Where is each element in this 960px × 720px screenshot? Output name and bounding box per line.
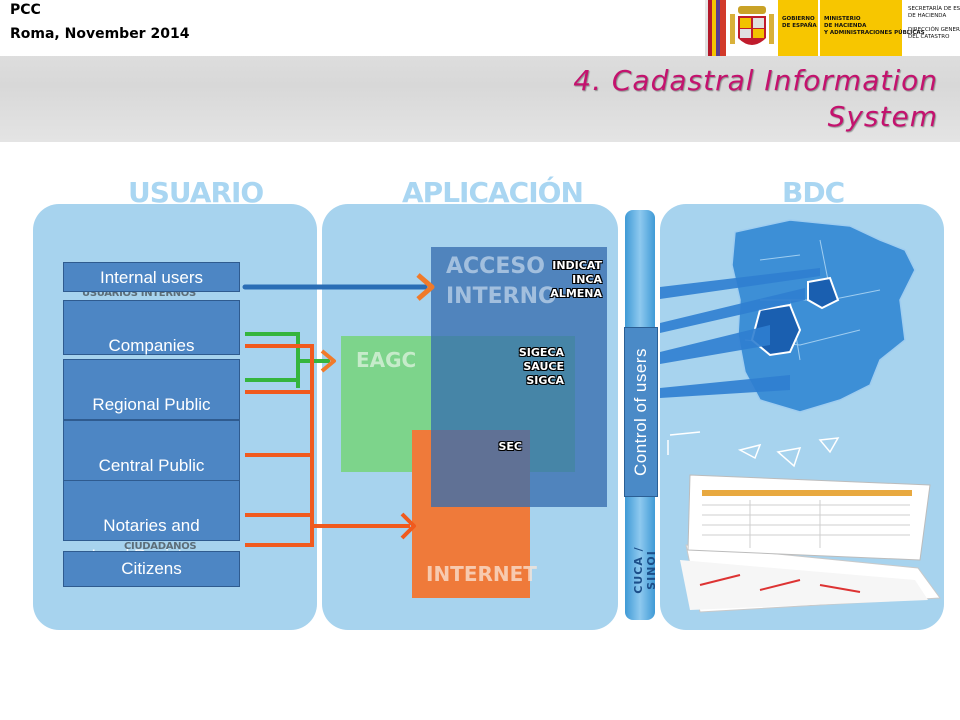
system-group-sigeca: SIGECA SAUCE SIGCA	[518, 346, 564, 387]
flag-stripe-icon	[708, 0, 726, 56]
user-internal-users: Internal users	[63, 262, 240, 292]
usuario-heading: USUARIO	[128, 176, 264, 209]
slide-title-line1: 4. Cadastral Information	[573, 64, 938, 97]
gov-yellow-block-1	[778, 0, 818, 56]
place-date-label: Roma, November 2014	[10, 26, 190, 42]
gov-yellow-block-2	[820, 0, 902, 56]
ghost-text-1: USUARIOS INTERNOS	[82, 288, 196, 299]
user-notaries-registrars: Notaries and Land Registrars	[63, 480, 240, 565]
gov-text-gobierno: GOBIERNO DE ESPAÑA	[782, 16, 817, 29]
user-central-public-admin: Central Public Administration	[63, 420, 240, 505]
system-sec: SEC	[498, 440, 522, 453]
control-of-users-box	[624, 327, 658, 497]
arrow-internal-users	[242, 273, 435, 301]
bdc-heading: BDC	[782, 176, 845, 209]
beam-2	[660, 288, 805, 333]
internet-label: INTERNET	[426, 562, 537, 586]
acceso-interno-box	[431, 247, 607, 507]
user-regional-public-admin: Regional Public Administration	[63, 359, 240, 444]
beam-1	[660, 268, 820, 299]
arrow-internet	[245, 344, 416, 547]
slide-title-line2: System	[827, 100, 938, 133]
user-internal-users-label: Internal users	[100, 268, 203, 287]
header-top	[0, 0, 705, 56]
beam-4	[660, 375, 790, 398]
ghost-text-2: CIUDADANOS	[124, 541, 197, 552]
coat-of-arms-icon	[730, 6, 774, 45]
gov-text-ministerio: MINISTERIO DE HACIENDA Y ADMINISTRACIONE…	[824, 16, 925, 36]
user-companies-profesionals: Companies Profesionals	[63, 300, 240, 385]
org-label: PCC	[10, 2, 41, 18]
acceso-label: ACCESO	[446, 254, 545, 279]
spain-map-icon	[667, 219, 916, 468]
government-logo: GOBIERNO DE ESPAÑA MINISTERIO DE HACIEND…	[708, 0, 960, 56]
eagc-label: EAGC	[356, 348, 417, 372]
arrow-eagc	[245, 332, 336, 388]
aplicacion-heading: APLICACIÓN	[402, 176, 584, 209]
user-citizens-label: Citizens	[121, 559, 182, 578]
system-group-indicat: INDICAT INCA ALMENA	[550, 259, 602, 300]
gov-text-secretaria: SECRETARÍA DE ESTADO DE HACIENDA DIRECCI…	[908, 6, 960, 40]
user-citizens: Citizens	[63, 551, 240, 587]
screenshot-thumbnails	[680, 474, 941, 613]
beam-3	[660, 325, 770, 364]
interno-label: INTERNO	[446, 284, 557, 309]
